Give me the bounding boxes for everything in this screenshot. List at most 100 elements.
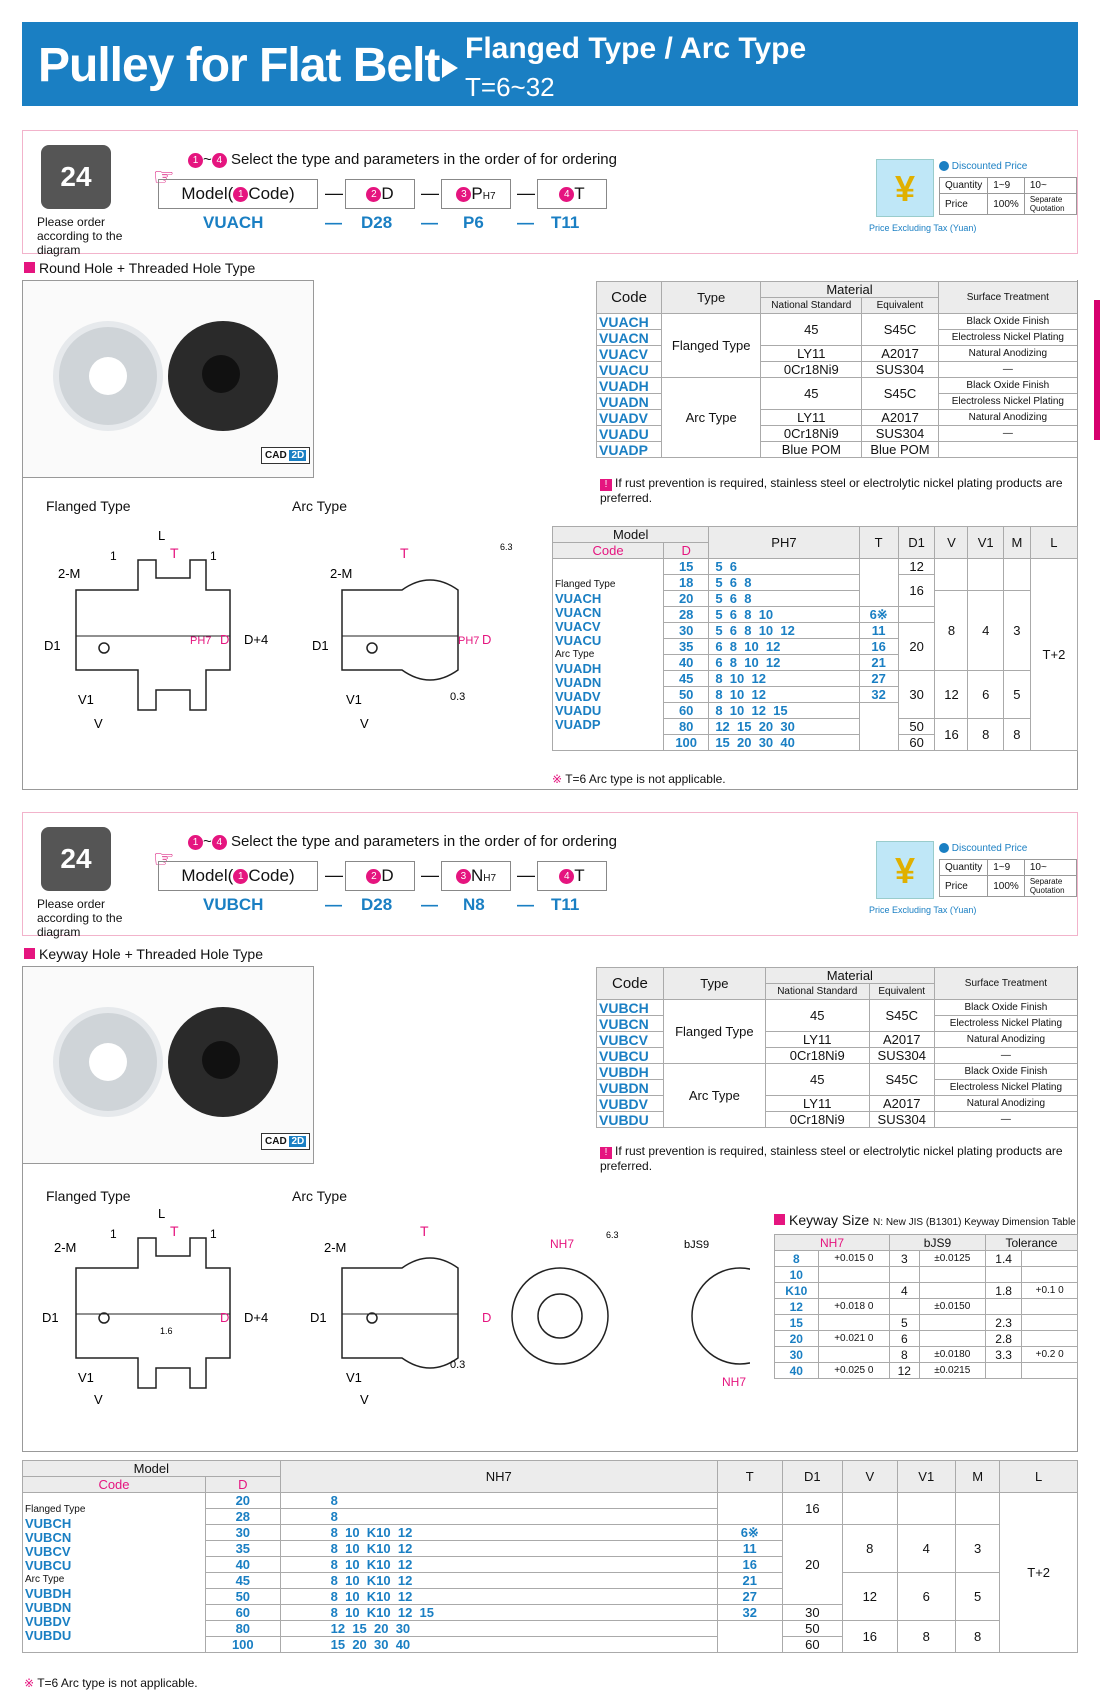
table-cell: 80: [204, 1620, 281, 1637]
product-photo-2: CAD 2D: [22, 966, 314, 1164]
table-cell: Code: [595, 281, 663, 314]
table-cell: 3: [954, 1524, 1001, 1573]
svg-text:2-M: 2-M: [324, 1240, 346, 1255]
table-cell: 8 10 K10 12: [279, 1540, 718, 1557]
table-cell: [896, 1492, 956, 1525]
table-cell: Flanged Type: [661, 313, 762, 378]
table-cell: VUBDU: [596, 1111, 664, 1128]
select-instruction: 1~4 Select the type and parameters in th…: [188, 151, 617, 168]
table-cell: 12 15 20 30: [279, 1620, 718, 1637]
table-cell: 8 10 K10 12: [279, 1588, 718, 1605]
table-cell: M: [954, 1460, 1001, 1493]
phone-24-icon: 24: [41, 145, 111, 209]
table-cell: 8 10 K10 12 15: [279, 1604, 718, 1621]
table-cell: VUADP: [595, 441, 663, 458]
table-cell: A2017: [861, 409, 939, 426]
table-cell: L: [999, 1460, 1078, 1493]
table-cell: [897, 606, 936, 623]
discounted-price-label: Discounted Price: [939, 161, 1027, 172]
table-cell: 100: [663, 734, 710, 751]
table-cell: Blue POM: [760, 441, 863, 458]
table-cell: 3: [888, 1250, 920, 1267]
table-cell: [817, 1346, 890, 1363]
table-cell: 60: [897, 734, 936, 751]
table-cell: 20: [774, 1330, 819, 1347]
example-p: P6: [463, 213, 484, 232]
table-cell: 32: [716, 1604, 783, 1621]
t6-note-1: ※ T=6 Arc type is not applicable.: [552, 772, 726, 786]
example-d: D28: [361, 213, 393, 232]
table-cell: 6※: [716, 1524, 783, 1541]
table-cell: 20: [204, 1492, 281, 1509]
table-cell: [716, 1492, 783, 1525]
svg-text:V1: V1: [78, 1370, 94, 1385]
svg-text:D: D: [482, 632, 491, 647]
example-model: VUACH: [203, 213, 264, 232]
table-cell: [1021, 1330, 1078, 1347]
table-cell: K10: [774, 1282, 819, 1299]
table-cell: 11: [858, 622, 899, 639]
svg-text:D1: D1: [312, 638, 329, 653]
table-cell: Code: [596, 967, 664, 1000]
svg-text:D1: D1: [42, 1310, 59, 1325]
table-cell: Flanged Type: [662, 999, 766, 1064]
arrow-icon: [442, 58, 458, 78]
table-cell: Model: [551, 526, 710, 543]
table-cell: 6※: [858, 606, 899, 623]
table-cell: 4: [888, 1282, 920, 1299]
table-cell: 6: [888, 1330, 920, 1347]
table-cell: 32: [858, 686, 899, 703]
svg-text:V1: V1: [78, 692, 94, 707]
diagram-frame-2: [22, 966, 1078, 1452]
table-cell: NH7: [279, 1460, 718, 1493]
table-cell: Code: [22, 1476, 206, 1493]
table-cell: [967, 558, 1004, 591]
yen-icon: ¥: [876, 841, 934, 899]
table-cell: [817, 1282, 890, 1299]
table-cell: 4: [896, 1524, 956, 1573]
table-cell: +0.018 0: [817, 1298, 890, 1315]
svg-text:6.3: 6.3: [500, 542, 513, 552]
table-cell: 5 6 8 10 12: [708, 622, 860, 639]
table-cell: V1: [896, 1460, 956, 1493]
arc-label-1: Arc Type: [292, 498, 347, 514]
table-cell: 15: [663, 558, 710, 575]
svg-text:V: V: [360, 716, 369, 731]
dimension-drawing-2: L T 1 1 2-M D1 D D+4 V1 V 1.6 T 2-M D1 D…: [42, 1208, 750, 1407]
table-cell: Natural Anodizing: [933, 1031, 1079, 1048]
table-cell: 21: [716, 1572, 783, 1589]
table-cell: 30: [781, 1604, 844, 1621]
table-cell: 35: [663, 638, 710, 655]
arc-label-2: Arc Type: [292, 1188, 347, 1204]
flanged-label-2: Flanged Type: [46, 1188, 131, 1204]
table-cell: 20: [781, 1524, 844, 1605]
table-cell: 5 6 8 10: [708, 606, 860, 623]
table-cell: Type: [662, 967, 766, 1000]
cad-icon: CAD 2D: [261, 1133, 311, 1150]
table-cell: 35: [204, 1540, 281, 1557]
table-cell: [918, 1266, 986, 1283]
svg-text:V: V: [360, 1392, 369, 1407]
table-cell: [1021, 1362, 1078, 1379]
svg-text:T: T: [420, 1223, 429, 1239]
price-excl: Price Excluding Tax (Yuan): [869, 905, 977, 915]
svg-text:V: V: [94, 1392, 103, 1407]
rust-note-1: !If rust prevention is required, stainle…: [600, 476, 1063, 505]
example-d: D28: [361, 895, 393, 914]
svg-text:D1: D1: [44, 638, 61, 653]
svg-text:D1: D1: [310, 1310, 327, 1325]
svg-text:L: L: [158, 528, 165, 543]
table-cell: 2.3: [984, 1314, 1023, 1331]
